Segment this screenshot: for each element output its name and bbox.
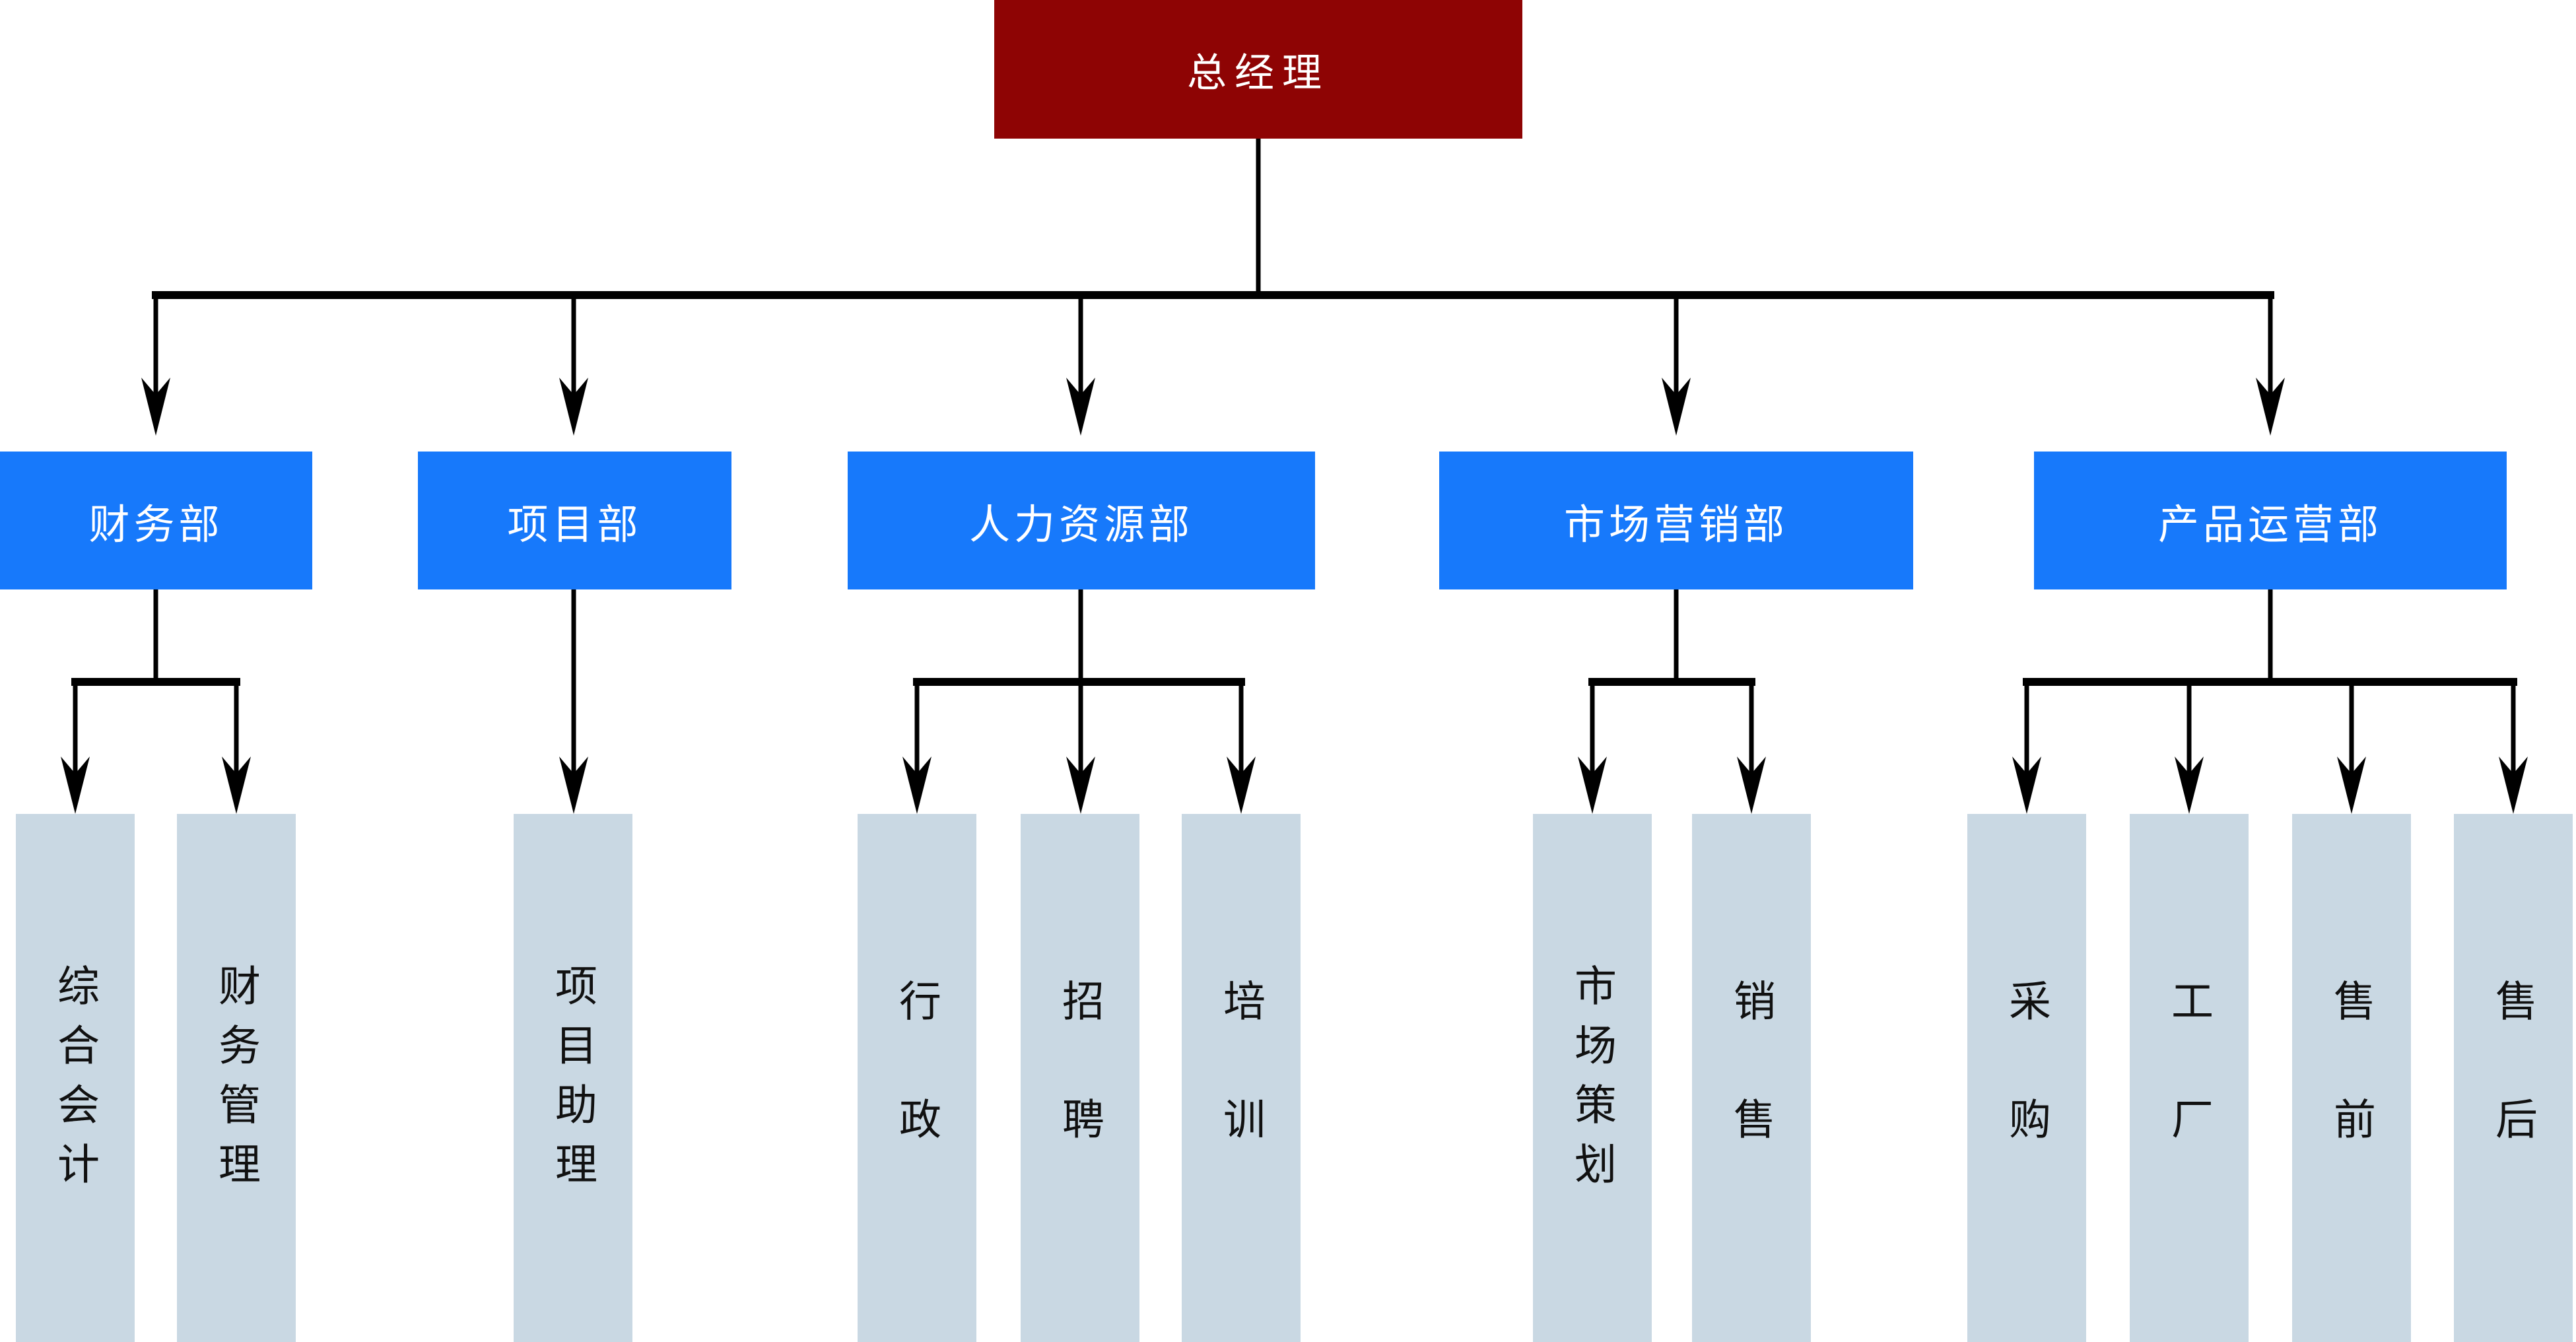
arrowhead: [559, 378, 588, 436]
sales-unit-box: 销售: [1692, 814, 1811, 1342]
arrowhead: [1066, 378, 1095, 436]
market-planning-unit-box: 市场策划: [1533, 814, 1652, 1342]
finance-dept-box: 财务部: [0, 452, 312, 589]
root-box-label: 总经理: [1187, 50, 1330, 95]
dept-box-label: 项目部: [507, 502, 642, 548]
unit-box-label: 培训: [1217, 979, 1265, 1215]
project-dept-box: 项目部: [418, 452, 731, 589]
unit-box-label: 销售: [1728, 979, 1775, 1215]
project-assistant-unit-box: 项目助理: [514, 814, 632, 1342]
arrowhead: [2012, 756, 2041, 814]
dept-box-label: 产品运营部: [2157, 502, 2383, 548]
arrowhead: [1227, 756, 1256, 814]
arrowhead: [1578, 756, 1607, 814]
unit-box-label: 市场策划: [1569, 963, 1616, 1201]
arrowhead: [2499, 756, 2528, 814]
unit-box-label: 工厂: [2165, 979, 2213, 1215]
arrowhead: [1737, 756, 1766, 814]
hr-dept-box: 人力资源部: [848, 452, 1315, 589]
pre-sales-unit-box: 售前: [2292, 814, 2411, 1342]
procurement-unit-box: 采购: [1967, 814, 2086, 1342]
unit-box-label: 采购: [2003, 979, 2051, 1215]
dept-box-label: 市场营销部: [1563, 502, 1788, 548]
unit-box-label: 招聘: [1056, 979, 1104, 1215]
unit-box-label: 售后: [2490, 979, 2537, 1215]
dept-box-label: 人力资源部: [968, 502, 1194, 548]
recruitment-unit-box: 招聘: [1021, 814, 1139, 1342]
dept-box-label: 财务部: [88, 502, 224, 548]
arrowhead: [2256, 378, 2285, 436]
marketing-dept-box: 市场营销部: [1439, 452, 1913, 589]
after-sales-unit-box: 售后: [2454, 814, 2573, 1342]
unit-box-label: 综合会计: [51, 963, 99, 1201]
arrowhead: [559, 756, 588, 814]
unit-box-label: 售前: [2328, 979, 2375, 1215]
unit-box-label: 财务管理: [213, 963, 260, 1201]
arrowhead: [1066, 756, 1095, 814]
arrowhead: [61, 756, 90, 814]
arrowhead: [902, 756, 932, 814]
product-ops-dept-box: 产品运营部: [2034, 452, 2507, 589]
arrowhead: [222, 756, 251, 814]
unit-box-label: 行政: [893, 979, 941, 1215]
training-unit-box: 培训: [1182, 814, 1301, 1342]
arrowhead: [2337, 756, 2366, 814]
administration-unit-box: 行政: [858, 814, 976, 1342]
root-box-general-manager: 总经理: [994, 0, 1522, 139]
factory-unit-box: 工厂: [2130, 814, 2249, 1342]
arrowhead: [1662, 378, 1691, 436]
general-accounting-unit-box: 综合会计: [16, 814, 135, 1342]
arrowhead: [2175, 756, 2204, 814]
arrowhead: [141, 378, 170, 436]
unit-box-label: 项目助理: [549, 963, 597, 1201]
financial-management-unit-box: 财务管理: [177, 814, 296, 1342]
